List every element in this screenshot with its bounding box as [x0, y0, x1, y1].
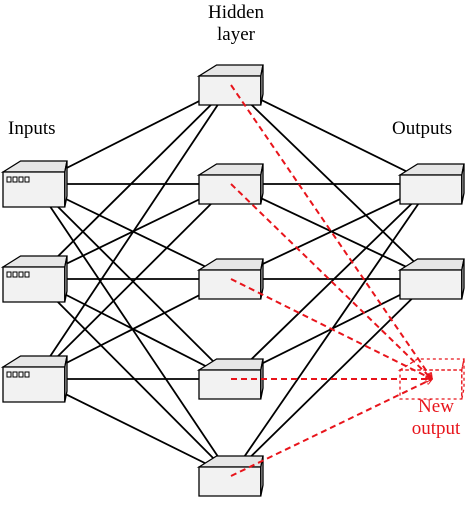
- port-icon: [18, 271, 24, 278]
- output-2-node: [397, 258, 465, 300]
- edge-input-3-hidden-3: [34, 279, 231, 380]
- edge-input-3-hidden-2: [34, 184, 231, 380]
- hidden-5-node-side-face: [260, 455, 264, 497]
- input-1-node-front-face: [2, 171, 66, 208]
- input-3-node: [0, 355, 68, 403]
- input-1-node-top-face: [0, 160, 68, 173]
- hidden-3-node-side-face: [260, 258, 264, 300]
- edge-input-2-hidden-1: [34, 85, 231, 280]
- hidden-2-node: [196, 163, 264, 205]
- new-output-node: [397, 358, 465, 400]
- network-nodes: [0, 64, 465, 497]
- edge-hidden-2-new-output: [230, 183, 432, 379]
- hidden-5-node-front-face: [198, 466, 262, 497]
- input-3-node-side-face: [64, 355, 68, 403]
- hidden-layer-label: Hidden layer: [196, 2, 276, 46]
- hidden-4-node-front-face: [198, 369, 262, 400]
- hidden-3-node: [196, 258, 264, 300]
- edge-hidden-5-new-output: [230, 379, 432, 477]
- input-3-node-top-face: [0, 355, 68, 368]
- input-2-node-side-face: [64, 255, 68, 303]
- port-icon: [12, 371, 18, 378]
- hidden-1-node-top-face: [196, 64, 264, 77]
- network-edges: [34, 84, 432, 477]
- edge-hidden-1-output-1: [230, 84, 432, 184]
- hidden-2-node-side-face: [260, 163, 264, 205]
- edge-input-3-hidden-5: [34, 378, 231, 476]
- edge-input-2-hidden-5: [34, 278, 231, 476]
- new-output-node-top-face: [397, 358, 465, 371]
- outputs-label: Outputs: [392, 118, 453, 139]
- inputs-label: Inputs: [8, 118, 56, 139]
- hidden-4-node-top-face: [196, 358, 264, 371]
- new-output-label-line1: New: [418, 396, 454, 417]
- hidden-1-node: [196, 64, 264, 106]
- hidden-5-node: [196, 455, 264, 497]
- edge-hidden-3-new-output: [230, 278, 432, 380]
- new-output-node-side-face: [461, 358, 465, 400]
- port-icon: [6, 176, 12, 183]
- input-1-node: [0, 160, 68, 208]
- edge-input-1-hidden-1: [34, 85, 231, 185]
- hidden-1-node-side-face: [260, 64, 264, 106]
- hidden-2-node-front-face: [198, 174, 262, 205]
- hidden-layer-label-line2: layer: [217, 24, 255, 45]
- output-1-node-front-face: [399, 174, 463, 205]
- new-output-label: New output: [398, 396, 472, 440]
- output-1-node: [397, 163, 465, 205]
- new-output-label-line2: output: [411, 418, 461, 439]
- new-output-node-front-face: [399, 369, 463, 400]
- hidden-3-node-top-face: [196, 258, 264, 271]
- port-icon: [6, 371, 12, 378]
- edge-hidden-3-output-1: [230, 184, 432, 280]
- output-2-node-top-face: [397, 258, 465, 271]
- hidden-layer-label-line1: Hidden: [208, 2, 264, 23]
- hidden-1-node-front-face: [198, 75, 262, 106]
- port-icon: [6, 271, 12, 278]
- edge-input-3-hidden-1: [34, 85, 231, 380]
- output-1-node-side-face: [461, 163, 465, 205]
- edge-hidden-1-output-2: [230, 84, 432, 279]
- output-2-node-side-face: [461, 258, 465, 300]
- input-2-node-front-face: [2, 266, 66, 303]
- port-icon: [18, 371, 24, 378]
- input-1-node-side-face: [64, 160, 68, 208]
- new-output-edges: [230, 84, 432, 477]
- port-icon: [12, 176, 18, 183]
- port-icon: [12, 271, 18, 278]
- edge-hidden-5-output-2: [230, 279, 432, 477]
- input-2-node: [0, 255, 68, 303]
- input-3-node-front-face: [2, 366, 66, 403]
- port-icon: [24, 176, 30, 183]
- hidden-3-node-front-face: [198, 269, 262, 300]
- output-1-node-top-face: [397, 163, 465, 176]
- input-2-node-top-face: [0, 255, 68, 268]
- port-icon: [24, 371, 30, 378]
- output-2-node-front-face: [399, 269, 463, 300]
- port-icon: [24, 271, 30, 278]
- port-icon: [18, 176, 24, 183]
- hidden-2-node-top-face: [196, 163, 264, 176]
- hidden-4-node: [196, 358, 264, 400]
